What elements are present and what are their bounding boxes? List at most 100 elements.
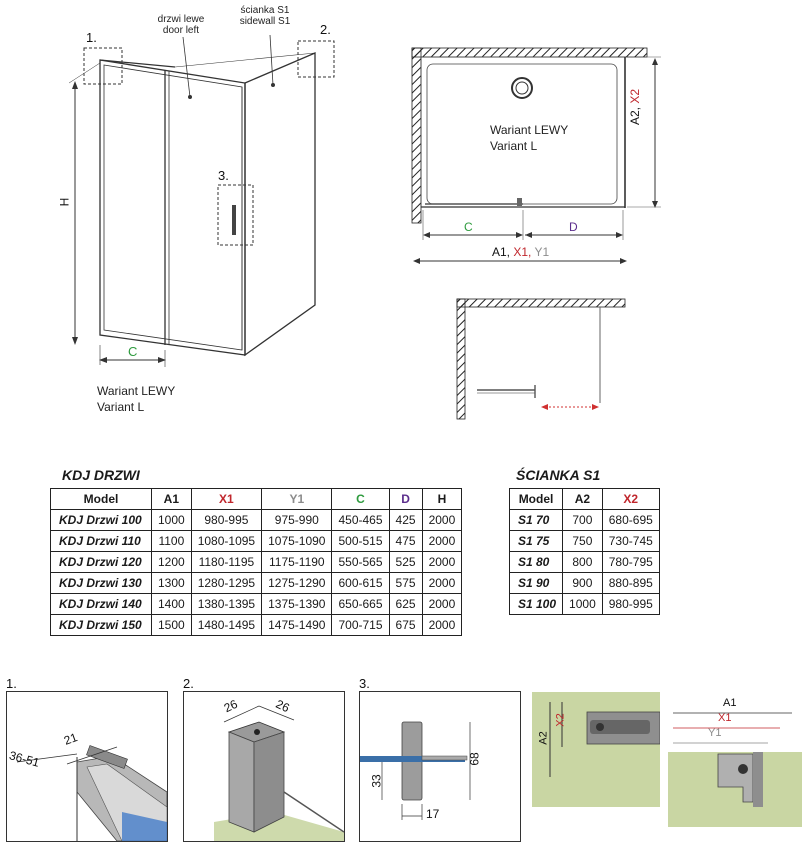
table-row: KDJ Drzwi 130 1300 1280-1295 1275-1290 6… [50,572,463,594]
cell-model: KDJ Drzwi 140 [50,593,152,615]
detail-3: 68 33 17 [359,691,521,842]
plan-view [405,40,680,275]
cell-a2: 1000 [562,593,603,615]
plan-variant-en: Variant L [490,139,538,153]
table-row: KDJ Drzwi 110 1100 1080-1095 1075-1090 5… [50,530,463,552]
cell-c: 550-565 [331,551,390,573]
detail-2: 26 26 [183,691,345,842]
table-drzwi-title: KDJ DRZWI [62,467,140,483]
cell-a1: 1500 [151,614,192,636]
cell-x1: 980-995 [190,509,263,531]
cell-d: 675 [388,614,423,636]
cell-x1: 1380-1395 [190,593,263,615]
plan-variant-pl: Wariant LEWY [490,123,569,137]
cell-d: 425 [388,509,423,531]
cell-h: 2000 [421,551,463,573]
detail-5-a1: A1 [723,697,737,709]
cell-d: 575 [388,572,423,594]
variant-pl: Wariant LEWY [97,384,176,398]
table-row: KDJ Drzwi 140 1400 1380-1395 1375-1390 6… [50,593,463,615]
cell-model: KDJ Drzwi 100 [50,509,152,531]
th-d: D [388,488,423,510]
table-row: KDJ Drzwi 150 1500 1480-1495 1475-1490 7… [50,614,463,636]
cell-x2: 980-995 [601,593,660,615]
detail-4: A2 X2 [532,692,661,807]
cell-y1: 975-990 [261,509,333,531]
table-row: S1 100 1000 980-995 [508,593,660,615]
th-x1: X1 [190,488,263,510]
cell-x2: 680-695 [601,509,660,531]
detail-1: 21 36-51 [6,691,168,842]
detail-3-label: 3. [359,676,370,691]
cell-model: KDJ Drzwi 130 [50,572,152,594]
cell-c: 650-665 [331,593,390,615]
table-row: S1 70 700 680-695 [508,509,660,531]
th-c: C [331,488,390,510]
cell-c: 600-615 [331,572,390,594]
th-y1: Y1 [261,488,333,510]
plan-y1-text: Y1 [534,245,550,259]
cell-d: 625 [388,593,423,615]
cell-y1: 1275-1290 [261,572,333,594]
th-x2: X2 [601,488,660,510]
plan-x2-text: X2 [628,88,642,104]
enclosure-3d-drawing [68,34,335,367]
marker-1: 1. [86,30,97,45]
door-label-pl: drzwi lewe [157,14,205,25]
cell-a2: 800 [562,551,603,573]
detail-5: A1 X1 Y1 [668,692,802,827]
marker-3: 3. [218,168,229,183]
table-drzwi: Model A1 X1 Y1 C D H KDJ Drzwi 100 1000 … [50,488,463,636]
cell-a1: 1400 [151,593,192,615]
plan-a2-text: A2, [628,106,642,125]
table-row: S1 80 800 780-795 [508,551,660,573]
detail-3-dim-17: 17 [426,807,440,821]
cell-x2: 880-895 [601,572,660,594]
dim-c-label: C [128,344,138,359]
sidewall-label-en: sidewall S1 [239,16,291,27]
plan-view-drawing [411,47,661,264]
cell-model: S1 70 [508,509,564,531]
table-scianka: Model A2 X2 S1 70 700 680-695 S1 75 750 … [508,488,660,615]
cell-model: S1 90 [508,572,564,594]
th-a2: A2 [562,488,603,510]
cell-h: 2000 [421,530,463,552]
cell-a1: 1300 [151,572,192,594]
cell-x2: 730-745 [601,530,660,552]
detail-4-drawing [532,692,661,807]
cell-y1: 1375-1390 [261,593,333,615]
cell-d: 525 [388,551,423,573]
variant-en: Variant L [97,400,145,414]
plan-a1-text: A1, [492,245,511,259]
cell-a1: 1200 [151,551,192,573]
th-model: Model [508,488,564,510]
sidewall-label-pl: ścianka S1 [240,5,290,16]
cell-h: 2000 [421,593,463,615]
plan-dim-a1: A1, X1, Y1 [492,245,549,259]
table-scianka-title: ŚCIANKA S1 [516,467,601,483]
cell-d: 475 [388,530,423,552]
cell-model: S1 80 [508,551,564,573]
cell-c: 450-465 [331,509,390,531]
table-drzwi-wrap: Model A1 X1 Y1 C D H KDJ Drzwi 100 1000 … [50,488,463,636]
cell-y1: 1175-1190 [261,551,333,573]
cell-y1: 1475-1490 [261,614,333,636]
cell-a2: 750 [562,530,603,552]
table-row: KDJ Drzwi 120 1200 1180-1195 1175-1190 5… [50,551,463,573]
cell-model: S1 75 [508,530,564,552]
cell-h: 2000 [421,509,463,531]
cell-a1: 1000 [151,509,192,531]
door-left-label: drzwi lewe door left [146,14,216,36]
plan-dim-d: D [569,220,578,234]
table-scianka-wrap: Model A2 X2 S1 70 700 680-695 S1 75 750 … [508,488,660,615]
th-h: H [421,488,463,510]
detail-5-y1: Y1 [708,727,722,739]
cell-c: 700-715 [331,614,390,636]
handle-shape [232,205,236,235]
detail-3-dim-68: 68 [467,752,482,766]
table-row: S1 75 750 730-745 [508,530,660,552]
detail-4-a2: A2 [537,731,550,745]
dim-h-label: H [57,197,72,207]
detail-5-x1: X1 [718,712,732,724]
cell-a1: 1100 [151,530,192,552]
